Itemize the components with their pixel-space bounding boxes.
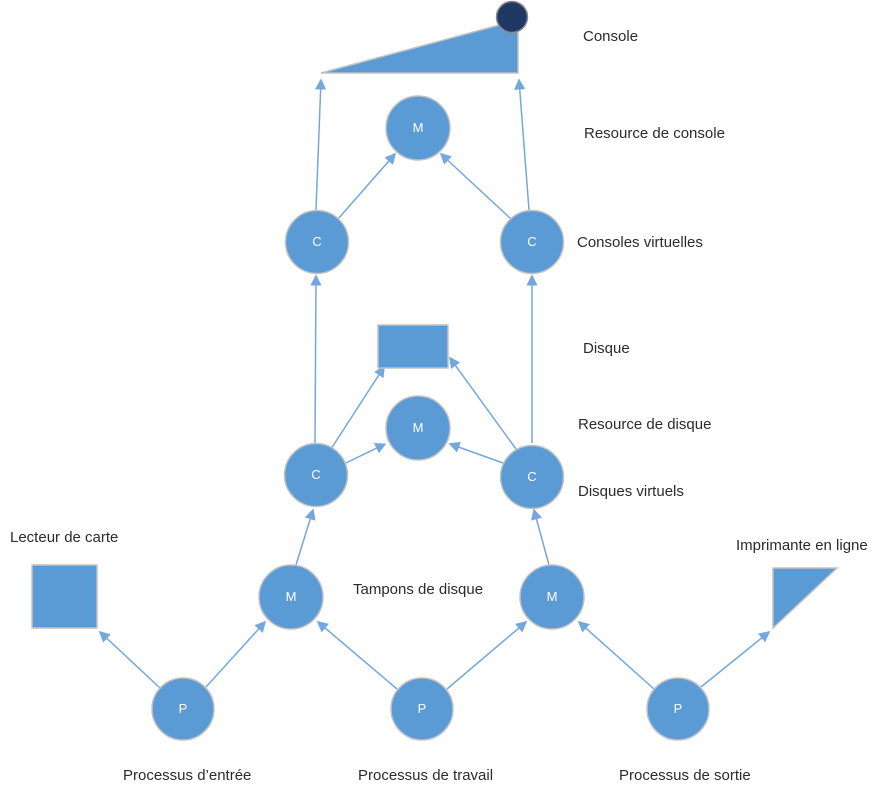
lecteur-carte-square-shape — [31, 564, 98, 629]
arrow-cdisque-left-to-cconsole-left — [310, 274, 322, 444]
arrow-mtampon-left-to-cdisque-left — [295, 508, 316, 566]
arrow-psortie-to-mtampon-right — [577, 620, 655, 690]
disque-rectangle-shape — [377, 324, 449, 369]
label-imprimante-en-ligne: Imprimante en ligne — [736, 537, 868, 554]
arrow-mtampon-right-to-cdisque-right — [531, 508, 550, 566]
letter-m-console: M — [413, 120, 424, 135]
label-processus-travail: Processus de travail — [358, 767, 493, 784]
label-resource-disque: Resource de disque — [578, 416, 711, 433]
imprimante-triangle-shape — [772, 567, 839, 630]
arrow-ptravail-to-mtampon-right — [446, 620, 528, 690]
letter-m-tampon-right: M — [547, 589, 558, 604]
node-m-tampon-left — [258, 564, 324, 630]
letter-c-console-left: C — [312, 234, 321, 249]
letter-c-disque-left: C — [311, 467, 320, 482]
arrow-ptravail-to-mtampon-left — [316, 620, 398, 690]
label-disque: Disque — [583, 340, 630, 357]
console-dark-circle-shape — [495, 0, 529, 34]
label-console: Console — [583, 28, 638, 45]
node-p-travail — [390, 677, 454, 741]
node-p-sortie — [646, 677, 710, 741]
node-m-console — [385, 95, 451, 161]
letter-p-entree: P — [179, 701, 188, 716]
diagram-shapes — [31, 0, 839, 741]
arrow-cdisque-right-to-mdisque — [448, 441, 504, 464]
diagram-edges — [98, 78, 771, 690]
letter-m-disque: M — [413, 420, 424, 435]
arrow-cdisque-left-to-disque — [330, 365, 385, 450]
label-tampons-disque: Tampons de disque — [353, 581, 483, 598]
node-c-disque-right — [499, 444, 565, 510]
arrow-cdisque-right-to-disque — [449, 356, 517, 450]
node-m-disque — [385, 395, 451, 461]
letter-p-sortie: P — [674, 701, 683, 716]
letter-p-travail: P — [418, 701, 427, 716]
letter-c-console-right: C — [527, 234, 536, 249]
arrow-cconsole-left-to-console — [315, 78, 327, 211]
label-processus-sortie: Processus de sortie — [619, 767, 751, 784]
node-c-console-left — [284, 209, 350, 275]
label-resource-console: Resource de console — [584, 125, 725, 142]
node-c-console-right — [499, 209, 565, 275]
label-consoles-virtuelles: Consoles virtuelles — [577, 234, 703, 251]
arrow-cdisque-left-to-mdisque — [345, 443, 387, 464]
label-disques-virtuels: Disques virtuels — [578, 483, 684, 500]
arrow-pentree-to-lecteur — [98, 630, 161, 689]
label-lecteur-carte: Lecteur de carte — [10, 529, 118, 546]
arrow-cconsole-right-to-mconsole — [439, 152, 512, 220]
node-c-disque-left — [283, 442, 349, 508]
node-p-entree — [151, 677, 215, 741]
arrow-cconsole-right-to-console — [514, 78, 530, 211]
diagram-labels: Console Resource de console Consoles vir… — [10, 28, 868, 784]
arrow-pentree-to-mtampon-left — [205, 620, 267, 688]
letter-c-disque-right: C — [527, 469, 536, 484]
arrow-psortie-to-imprimante — [700, 630, 771, 688]
letter-m-tampon-left: M — [286, 589, 297, 604]
console-triangle-shape — [320, 19, 519, 74]
node-letters: M C C M C C M M P P P — [179, 120, 683, 716]
label-processus-entree: Processus d’entrée — [123, 767, 251, 784]
arrow-cconsole-left-to-mconsole — [337, 152, 397, 220]
node-m-tampon-right — [519, 564, 585, 630]
